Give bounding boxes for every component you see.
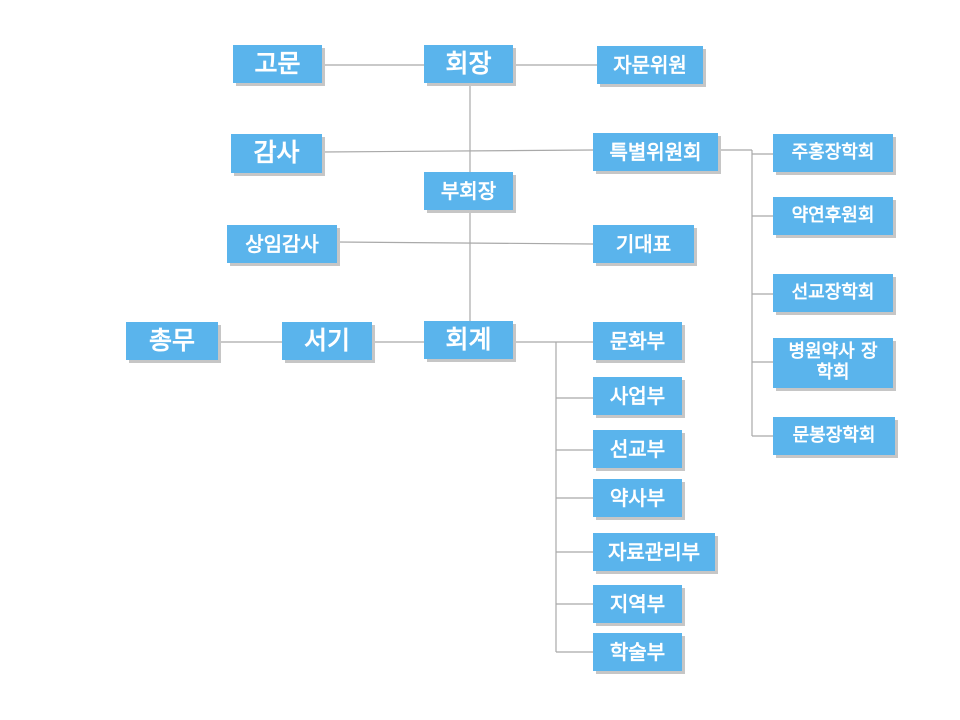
advisor-box: 고문 [233, 45, 322, 83]
president-box: 회장 [424, 45, 513, 83]
standing-auditor-box: 상임감사 [227, 225, 337, 263]
secretary-box: 서기 [282, 322, 372, 360]
consultant-box: 자문위원 [597, 46, 703, 84]
treasurer-box: 회계 [424, 321, 513, 359]
general-affairs-box: 총무 [126, 322, 218, 360]
scholarship-box-munbong: 문봉장학회 [773, 417, 895, 455]
department-box-academic: 학술부 [593, 633, 682, 671]
special-committee-box: 특별위원회 [593, 133, 718, 171]
department-box-mission: 선교부 [593, 430, 682, 468]
department-box-region: 지역부 [593, 585, 682, 623]
department-box-business: 사업부 [593, 377, 682, 415]
auditor-box: 감사 [231, 134, 322, 173]
scholarship-box-juhong: 주홍장학회 [773, 134, 893, 172]
vice-president-box: 부회장 [424, 172, 513, 210]
department-box-pharmacy: 약사부 [593, 479, 682, 517]
delegate-box: 기대표 [593, 225, 694, 263]
department-box-culture: 문화부 [593, 322, 682, 360]
scholarship-box-mission: 선교장학회 [773, 274, 893, 312]
scholarship-box-yakyeon: 약연후원회 [773, 197, 893, 235]
scholarship-box-hospital-pharmacist: 병원약사 장학회 [773, 338, 893, 388]
department-box-records: 자료관리부 [593, 533, 715, 571]
